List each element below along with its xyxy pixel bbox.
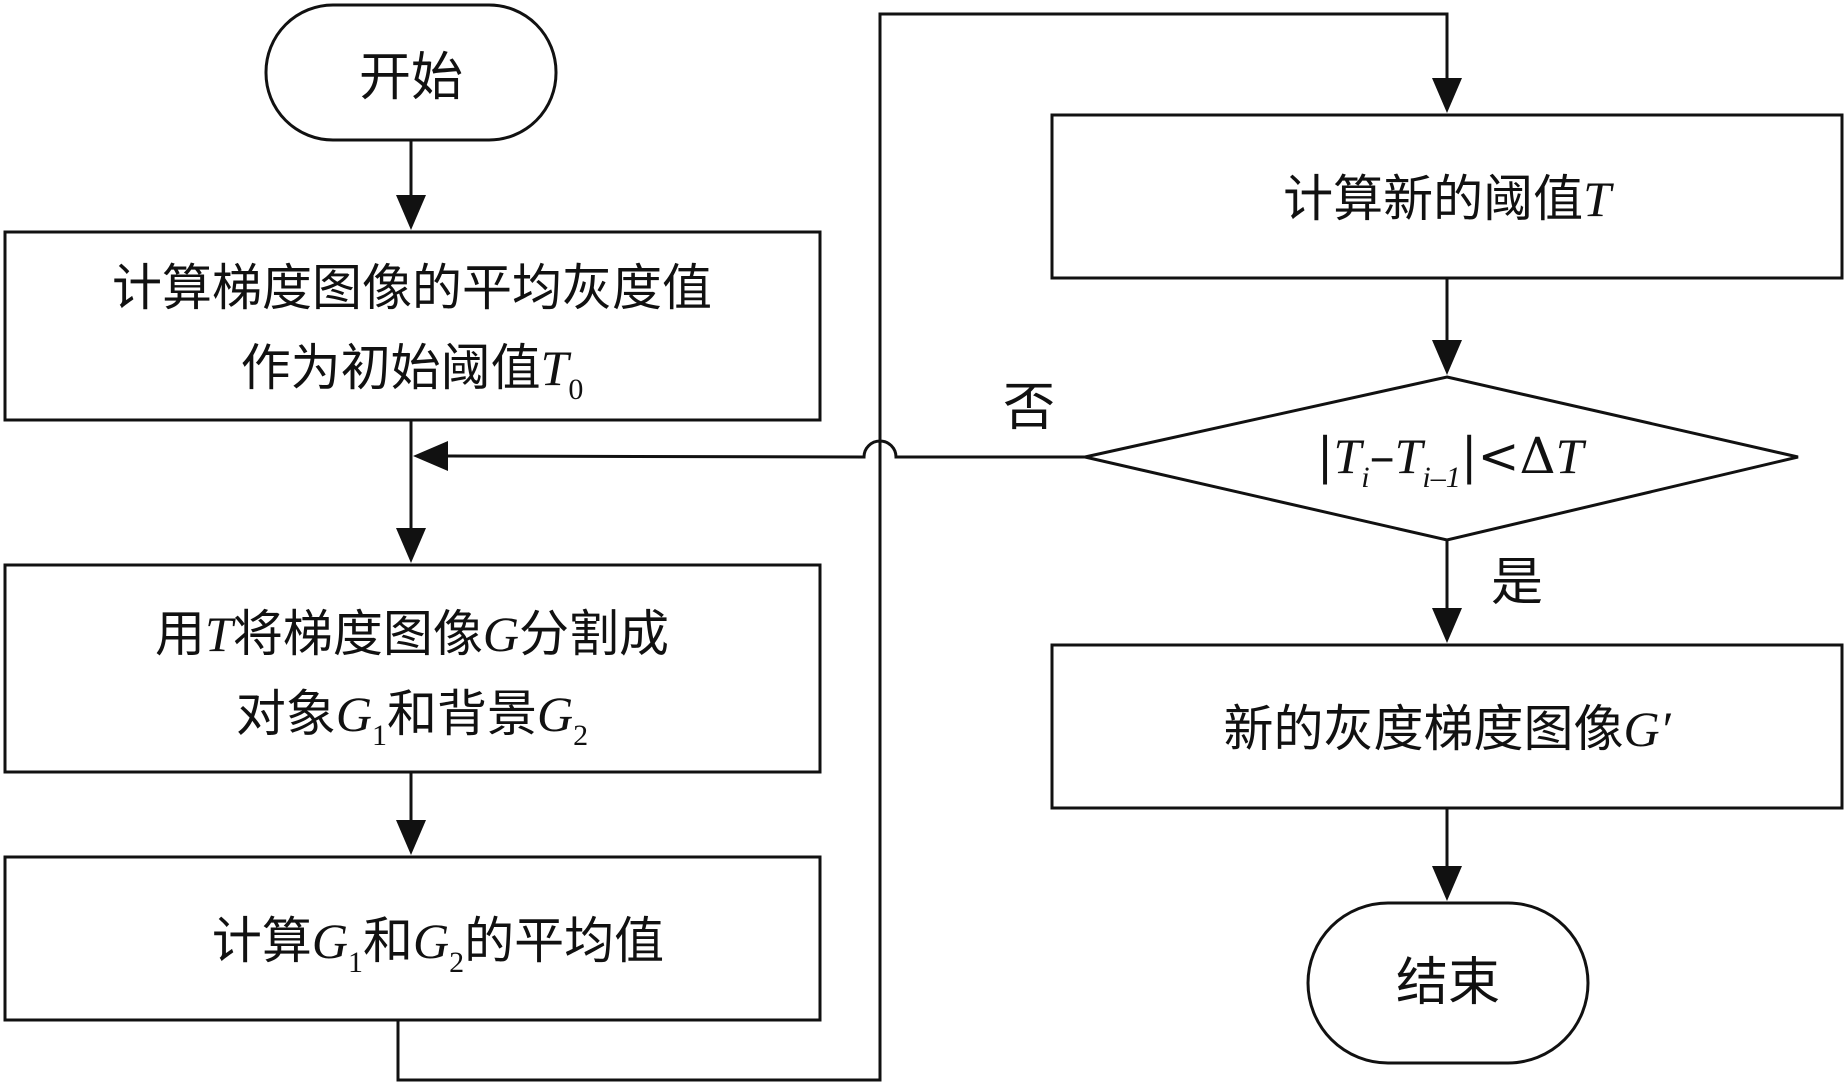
decision-var-ti-1: T [1395,428,1426,484]
step2-var-g1: G [336,686,372,742]
arrow-step2-to-step3 [396,772,426,855]
loop-back-arrowhead [413,441,448,471]
step3-text: 计算G1和G2的平均值 [212,912,664,979]
step3-box: 计算G1和G2的平均值 [3,855,822,1022]
step1-box: 计算梯度图像的平均灰度值 作为初始阈值T0 [3,230,822,422]
arrow-decision-to-step5 [1432,540,1462,643]
decision-var-ti: T [1333,428,1364,484]
decision-bar-left: | [1317,427,1334,485]
connector-step3-to-step4 [396,12,1462,1082]
no-branch-line [447,439,1085,459]
step5-prefix: 新的灰度梯度图像 [1223,700,1623,758]
step2-var-g2: G [537,686,573,742]
step3-text-c: 的平均值 [464,912,664,970]
step2-sub-1: 1 [372,719,387,752]
step2-line2: 对象G1和背景G2 [236,685,588,752]
step2-sub-2: 2 [573,719,588,752]
step2-text-e: 和背景 [387,685,537,743]
step2-text-b: 将梯度图像 [233,605,483,663]
step2-text-c: 分割成 [519,605,669,663]
step5-text: 新的灰度梯度图像G′ [1223,700,1671,758]
arrow-step1-to-step2 [396,420,426,563]
step3-text-a: 计算 [212,912,312,970]
step5-box: 新的灰度梯度图像G′ [1050,643,1844,810]
decision-minus: – [1370,427,1395,485]
step2-box: 用T将梯度图像G分割成 对象G1和背景G2 [3,563,822,774]
yes-label: 是 [1491,553,1543,613]
step3-sub-2: 2 [449,946,464,979]
step1-var-t: T [541,340,572,396]
step3-var-g2: G [413,913,449,969]
step5-var-g: G′ [1623,701,1671,757]
end-terminator: 结束 [1306,901,1590,1065]
no-label: 否 [1003,378,1055,438]
step2-text-a: 用 [155,605,205,663]
decision-sub-i: i [1361,461,1369,494]
end-label: 结束 [1396,953,1500,1013]
start-label: 开始 [359,48,463,108]
decision-diamond: |Ti–Ti–1|<ΔT [1084,375,1799,542]
step4-prefix: 计算新的阈值 [1283,170,1583,228]
arrow-start-to-step1 [396,140,426,230]
step1-line2: 作为初始阈值T0 [241,339,584,406]
step1-sub-0: 0 [568,373,583,406]
step4-text: 计算新的阈值T [1283,170,1614,228]
step2-line1: 用T将梯度图像G分割成 [155,605,669,663]
step1-line2-prefix: 作为初始阈值 [241,339,541,397]
step4-box: 计算新的阈值T [1050,113,1844,280]
arrow-step5-to-end [1432,808,1462,901]
step2-var-t: T [205,606,236,662]
step3-sub-1: 1 [348,946,363,979]
step4-var-t: T [1583,171,1614,227]
arrow-step4-to-decision [1432,278,1462,375]
step2-var-g: G [483,606,519,662]
decision-var-t: T [1556,428,1587,484]
step3-text-b: 和 [363,912,413,970]
step1-line1: 计算梯度图像的平均灰度值 [112,259,712,317]
step3-var-g1: G [312,913,348,969]
decision-sub-i-1: i–1 [1422,461,1460,494]
decision-condition: |Ti–Ti–1|<ΔT [1317,427,1587,494]
step2-text-d: 对象 [236,685,336,743]
decision-lt-delta: |<Δ [1461,427,1556,485]
start-terminator: 开始 [264,3,558,142]
